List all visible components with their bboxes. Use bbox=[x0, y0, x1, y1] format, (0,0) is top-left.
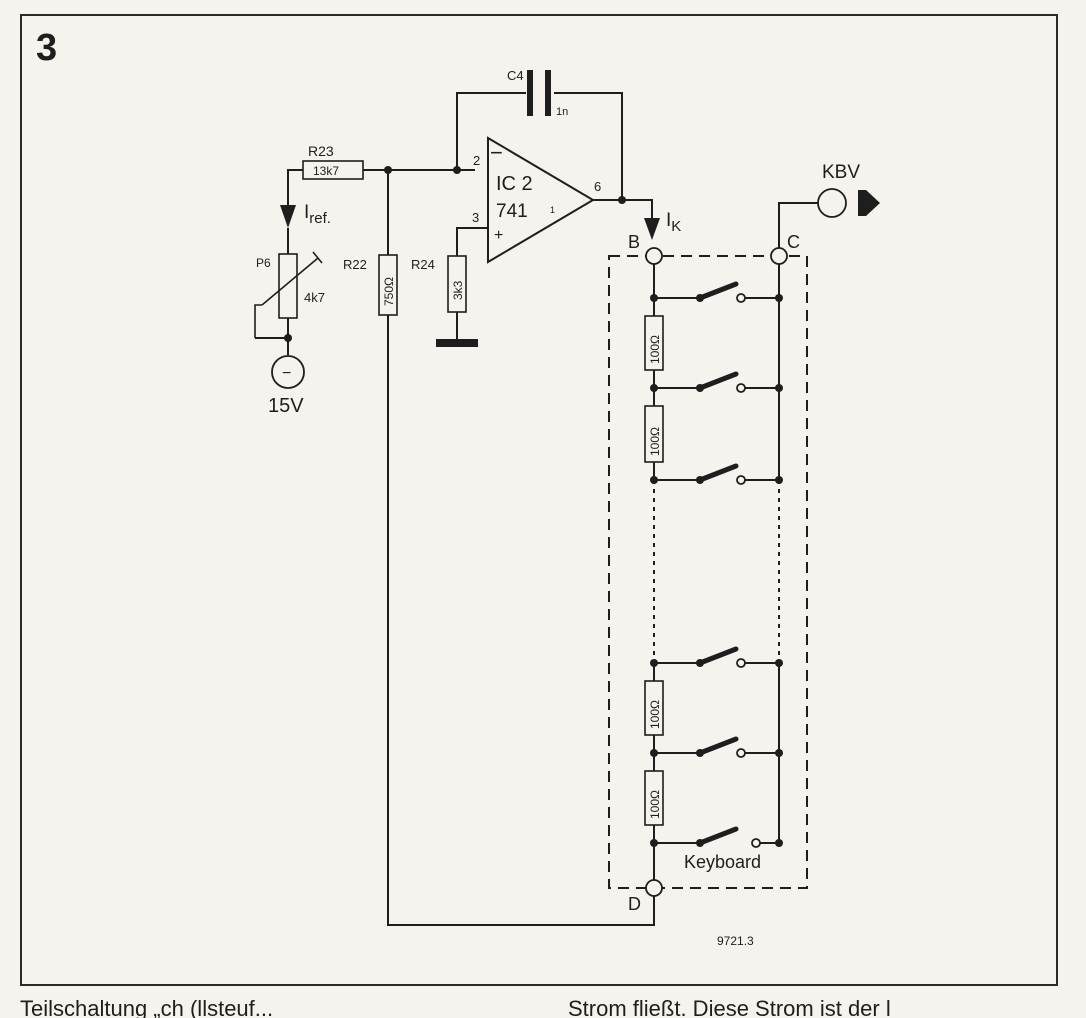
ladder-resistor-2 bbox=[644, 405, 664, 463]
c4-label: C4 bbox=[507, 68, 524, 83]
ic-plus: + bbox=[494, 227, 503, 244]
terminal-b bbox=[645, 247, 663, 265]
r22-value: 750Ω bbox=[382, 277, 396, 306]
switch-blade-icon bbox=[697, 281, 739, 301]
r24-value: 3k3 bbox=[451, 280, 465, 300]
p6-label: P6 bbox=[256, 256, 271, 270]
figure-frame bbox=[20, 14, 1058, 986]
ic-minus: − bbox=[490, 140, 503, 165]
iref-arrow-icon bbox=[280, 205, 296, 228]
resistor-r24 bbox=[447, 255, 467, 313]
switch-contact bbox=[736, 475, 746, 485]
keyboard-label: Keyboard bbox=[684, 852, 761, 872]
node-d-label: D bbox=[628, 894, 641, 914]
r23-value: 13k7 bbox=[313, 164, 339, 178]
switch-pivot bbox=[696, 659, 704, 667]
switch-pivot bbox=[696, 749, 704, 757]
pin-2: 2 bbox=[473, 153, 480, 168]
wiring bbox=[255, 92, 818, 926]
node-c-label: C bbox=[787, 232, 800, 252]
body-text-left: Teilschaltung „ch (llsteuf... bbox=[20, 996, 274, 1018]
junction-dots bbox=[284, 166, 626, 342]
c4-value: 1n bbox=[556, 106, 568, 118]
ik-arrow-icon bbox=[644, 218, 660, 240]
kbv-label: KBV bbox=[822, 162, 860, 183]
ladder-resistor-4 bbox=[644, 770, 664, 826]
switch-blade-icon bbox=[697, 826, 739, 846]
switch-pivot bbox=[696, 384, 704, 392]
p6-value: 4k7 bbox=[304, 290, 325, 305]
pin-1: 1 bbox=[550, 205, 555, 215]
node-b-label: B bbox=[628, 232, 640, 252]
terminal-d bbox=[645, 879, 663, 897]
r23-label: R23 bbox=[308, 143, 334, 159]
ladder-resistor-1 bbox=[644, 315, 664, 371]
switch-pivot bbox=[696, 839, 704, 847]
output-arrow-icon bbox=[858, 190, 880, 216]
switch-contact bbox=[751, 838, 761, 848]
switch-pivot bbox=[696, 476, 704, 484]
supply-symbol: − bbox=[282, 365, 291, 382]
switch-contact bbox=[736, 293, 746, 303]
potentiometer-arrow-icon bbox=[254, 251, 323, 338]
figure-code: 9721.3 bbox=[717, 934, 754, 948]
keyboard-resistor-ladder: 100Ω 100Ω 100Ω 100Ω bbox=[644, 281, 783, 880]
ik-label: IK bbox=[666, 210, 681, 235]
keyboard-box bbox=[608, 255, 808, 889]
switch-contact bbox=[736, 748, 746, 758]
ladder-resistor-3 bbox=[644, 680, 664, 736]
terminal-c bbox=[770, 247, 788, 265]
switch-blade-icon bbox=[697, 646, 739, 666]
resistor-r23 bbox=[302, 160, 364, 180]
switch-blade-icon bbox=[697, 463, 739, 483]
switch-contact bbox=[736, 383, 746, 393]
body-text-right: Strom fließt. Diese Strom ist der l bbox=[568, 996, 891, 1018]
figure-number: 3 bbox=[36, 27, 57, 69]
ladder-resistor-value-1: 100Ω bbox=[648, 335, 662, 364]
pin-3: 3 bbox=[472, 210, 479, 225]
r22-label: R22 bbox=[343, 257, 367, 272]
switch-contact bbox=[736, 658, 746, 668]
ladder-resistor-value-3: 100Ω bbox=[648, 700, 662, 729]
switch-pivot bbox=[696, 294, 704, 302]
ground-icon bbox=[436, 339, 478, 347]
ladder-resistor-value-2: 100Ω bbox=[648, 427, 662, 456]
resistor-r22 bbox=[378, 254, 398, 316]
iref-label: Iref. bbox=[304, 202, 331, 227]
switch-blade-icon bbox=[697, 371, 739, 391]
ic-type: 741 bbox=[496, 201, 528, 222]
potentiometer-p6 bbox=[278, 253, 298, 319]
supply-terminal-icon bbox=[271, 355, 305, 389]
kbv-terminal bbox=[817, 188, 847, 218]
capacitor-c4 bbox=[527, 70, 551, 116]
r24-label: R24 bbox=[411, 257, 435, 272]
ic-name: IC 2 bbox=[496, 173, 533, 195]
op-amp-ic2 bbox=[487, 136, 595, 264]
ladder-resistor-value-4: 100Ω bbox=[648, 790, 662, 819]
pin-6: 6 bbox=[594, 179, 601, 194]
switch-blade-icon bbox=[697, 736, 739, 756]
supply-voltage: 15V bbox=[268, 395, 304, 417]
